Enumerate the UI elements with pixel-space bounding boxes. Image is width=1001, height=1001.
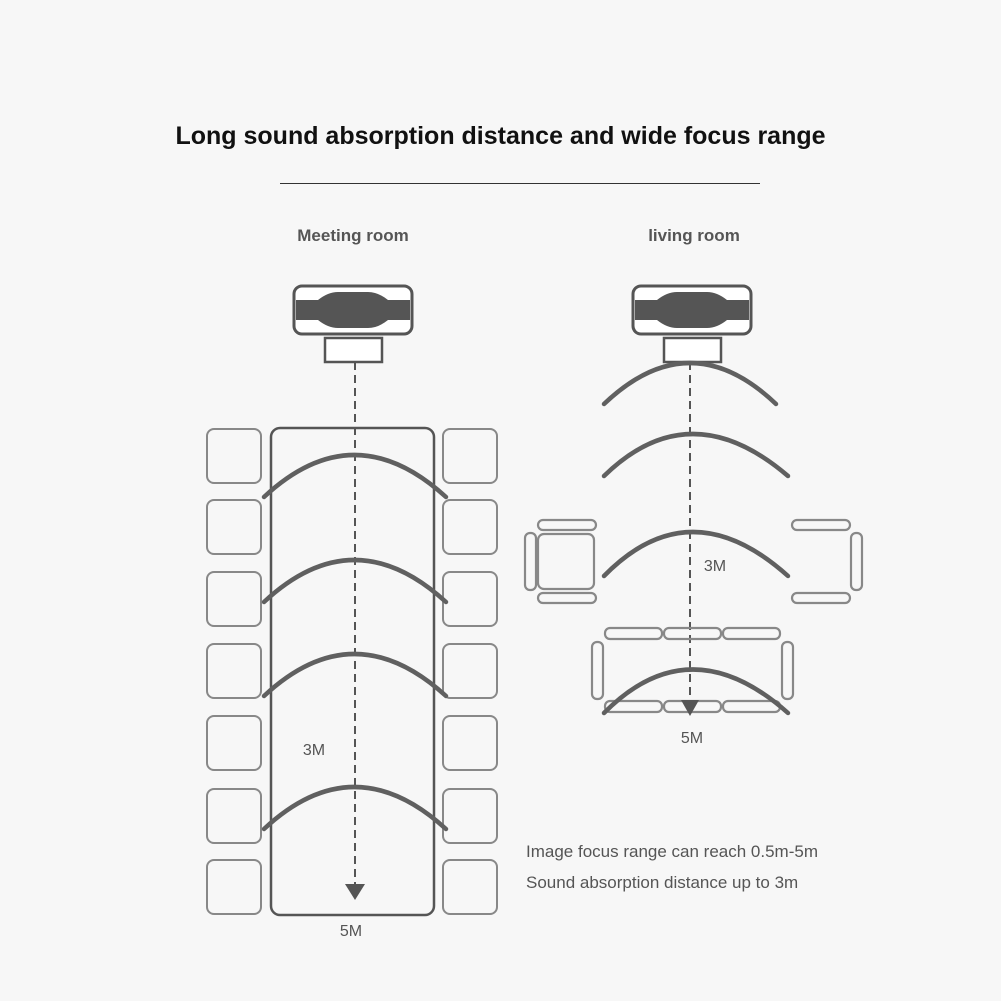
title-divider <box>280 183 760 184</box>
meeting-chairs-right <box>442 428 498 915</box>
living-chair-icon <box>523 518 598 605</box>
meeting-5m-label: 5M <box>339 923 363 940</box>
living-3m-label: 3M <box>703 558 727 575</box>
living-room-title: living room <box>648 226 740 245</box>
meeting-table <box>269 426 436 917</box>
meeting-3m-label: 3M <box>302 742 326 759</box>
page-title: Long sound absorption distance and wide … <box>175 122 826 150</box>
meeting-camera-icon <box>292 284 414 364</box>
meeting-room-title: Meeting room <box>297 226 409 245</box>
living-arrow-down-icon <box>681 700 699 716</box>
sound-distance-note: Sound absorption distance up to 3m <box>526 873 799 892</box>
living-side-chair-icon <box>790 518 864 605</box>
living-sound-wave-icon <box>601 360 791 716</box>
meeting-sound-wave-icon <box>261 452 449 832</box>
meeting-room-diagram <box>206 284 498 917</box>
focus-range-note: Image focus range can reach 0.5m-5m <box>526 842 818 861</box>
meeting-chairs-left <box>206 428 262 915</box>
living-room-diagram <box>523 284 864 716</box>
living-5m-label: 5M <box>680 730 704 747</box>
living-camera-icon <box>631 284 753 364</box>
meeting-arrow-down-icon <box>345 884 365 900</box>
